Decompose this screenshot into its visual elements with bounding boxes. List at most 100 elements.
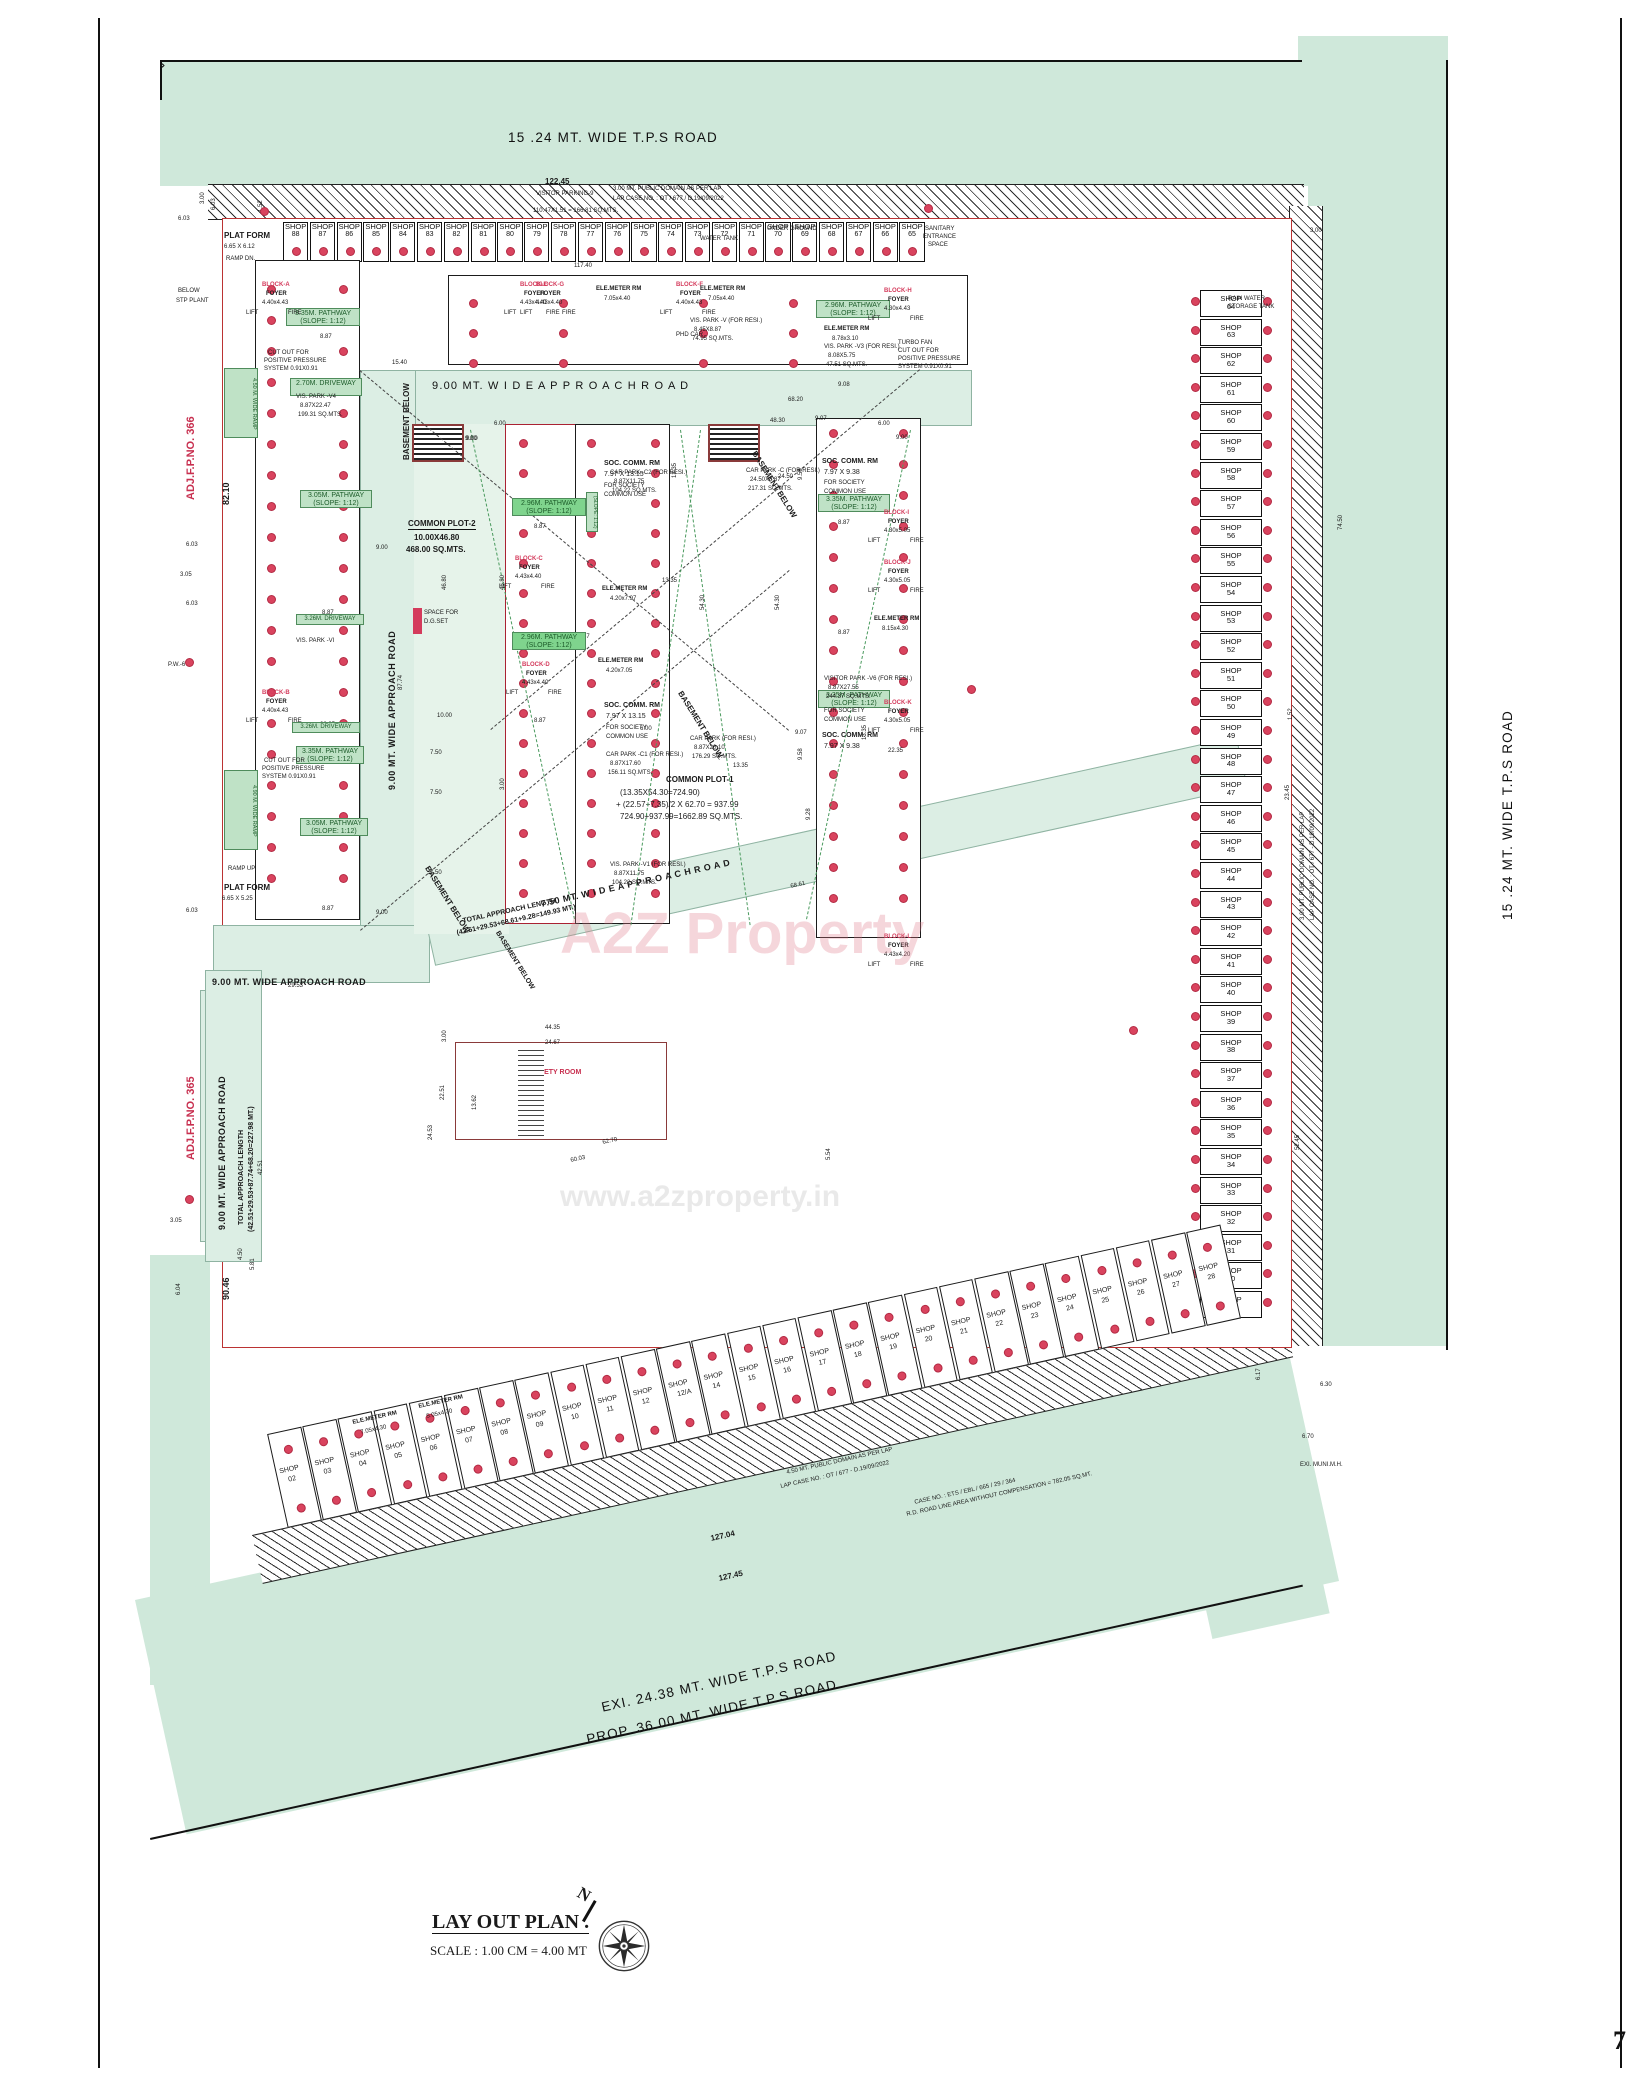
shop-number: 71 (747, 230, 756, 238)
shop-label: SHOP (311, 222, 334, 231)
shop-number: 70 (774, 230, 782, 238)
column-marker (1192, 1041, 1199, 1049)
parking-dimension: 24.50X8.87 (750, 477, 781, 483)
dim-9-00-e: 9.00 (466, 436, 478, 442)
fire-lift-label: FIRE (910, 962, 924, 968)
foyer-label: FOYER (266, 699, 287, 705)
dim-42-51: 42.51 (258, 1159, 264, 1175)
foyer-label: FOYER (526, 671, 547, 677)
shop-label: SHOP (1220, 694, 1242, 704)
right-marker-2 (1130, 1027, 1137, 1034)
pathway-label-2: 2.70M. DRIVEWAY (296, 380, 356, 387)
shop-label: SHOP (1220, 494, 1242, 504)
dim-68-20: 68.20 (788, 397, 804, 403)
column-marker (340, 596, 347, 603)
column-marker (1192, 1070, 1199, 1078)
turbo-fan-label-7: SYSTEM 0.91X0.91 (264, 366, 318, 372)
foyer-dimension: 4.40x4.43 (262, 708, 289, 714)
foyer-label: FOYER (888, 519, 909, 525)
soc-room-3-use1: FOR SOCIETY (824, 480, 865, 486)
adj-fp-365: ADJ.F.P.NO. 365 (185, 1076, 197, 1160)
dim-9-07: 9.07 (815, 416, 827, 422)
plat-form-2-label: PLAT FORM (224, 883, 271, 892)
column-marker (775, 248, 783, 255)
lift-label: LIFT (868, 316, 881, 322)
column-marker (695, 248, 702, 255)
shop-number: 73 (693, 230, 702, 238)
column-marker (427, 248, 434, 255)
column-marker (268, 565, 275, 572)
column-marker (700, 330, 707, 337)
column-marker (340, 658, 347, 665)
column-marker (400, 248, 408, 255)
column-marker (1264, 727, 1271, 734)
column-marker (470, 300, 477, 307)
column-marker (900, 709, 907, 716)
dim-24-53: 24.53 (428, 1124, 434, 1140)
column-marker (1264, 1070, 1271, 1078)
turbo-fan-label-4: SYSTEM 0.91X0.91 (898, 364, 952, 370)
turbo-fan-label-2: CUT OUT FOR (898, 348, 939, 354)
shop-label: SHOP (553, 222, 575, 231)
column-marker (588, 590, 595, 597)
column-marker (900, 895, 907, 902)
label-sanitary-2: ENTRANCE (923, 234, 957, 240)
